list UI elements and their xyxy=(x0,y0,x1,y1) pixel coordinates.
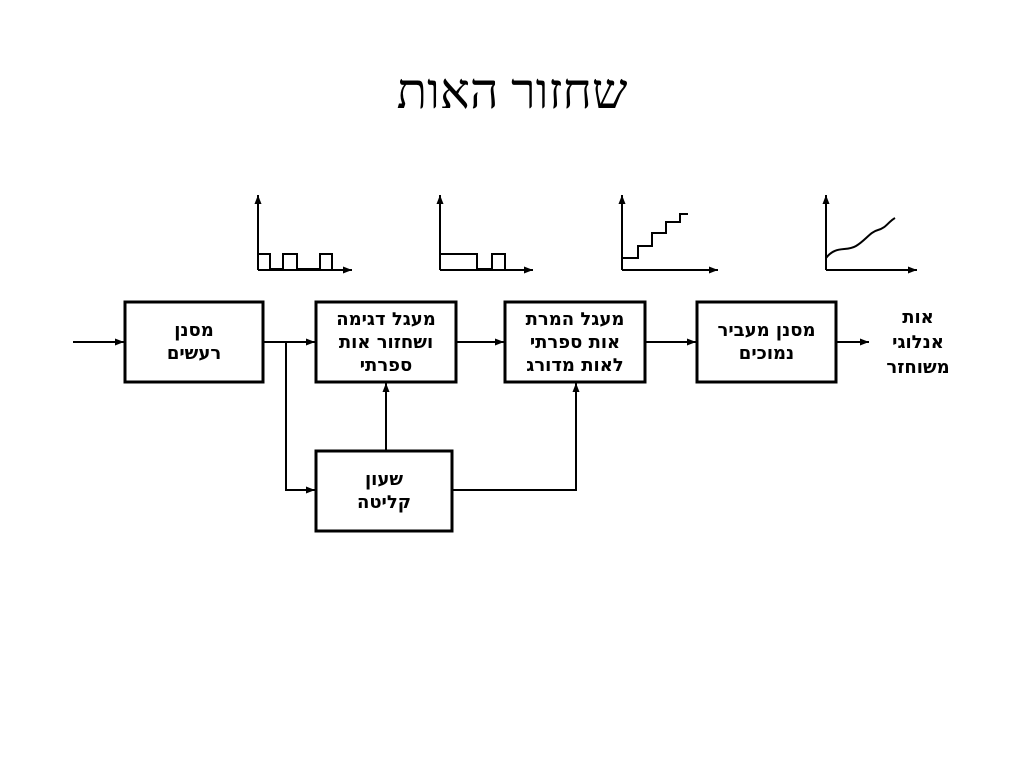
output-line2: אנלוגי xyxy=(892,332,944,353)
clock-line1: שעון xyxy=(365,469,403,490)
dac-label: מעגל המרת אות ספרתי לאות מדורג xyxy=(505,302,645,382)
noise-filter-label: מסנן רעשים xyxy=(125,302,263,382)
sample-hold-line1: מעגל דגימה xyxy=(336,308,436,330)
lowpass-line1: מסנן מעביר xyxy=(717,320,816,341)
sample-hold-block xyxy=(314,300,458,384)
sample-hold-line2: ושחזור אות xyxy=(338,331,434,353)
sample-hold-pulses-icon xyxy=(436,195,533,274)
dac-line1: מעגל המרת xyxy=(525,308,625,330)
smooth-analog-icon xyxy=(822,195,917,274)
output-signal-label: אות אנלוגי משוחזר xyxy=(872,305,964,380)
clock-label: שעון קליטה xyxy=(316,451,452,531)
noise-filter-line2: רעשים xyxy=(166,343,222,364)
noise-filter-block xyxy=(123,300,265,384)
page-title: שחזור האות xyxy=(396,63,628,119)
lowpass-line2: נמוכים xyxy=(738,343,795,364)
output-line3: משוחזר xyxy=(886,357,950,378)
sample-hold-line3: ספרתי xyxy=(359,354,413,376)
dac-line3: לאות מדורג xyxy=(526,354,624,376)
lowpass-filter-block xyxy=(695,300,838,384)
clock-line2: קליטה xyxy=(356,492,412,513)
lowpass-filter-label: מסנן מעביר נמוכים xyxy=(697,302,836,382)
noise-filter-line1: מסנן xyxy=(174,320,214,341)
output-line1: אות xyxy=(902,307,934,328)
clock-block xyxy=(314,449,454,533)
pulse-train-icon xyxy=(254,195,352,274)
connections xyxy=(73,338,869,494)
dac-line2: אות ספרתי xyxy=(529,331,621,353)
sample-hold-label: מעגל דגימה ושחזור אות ספרתי xyxy=(316,302,456,382)
staircase-icon xyxy=(618,195,718,274)
